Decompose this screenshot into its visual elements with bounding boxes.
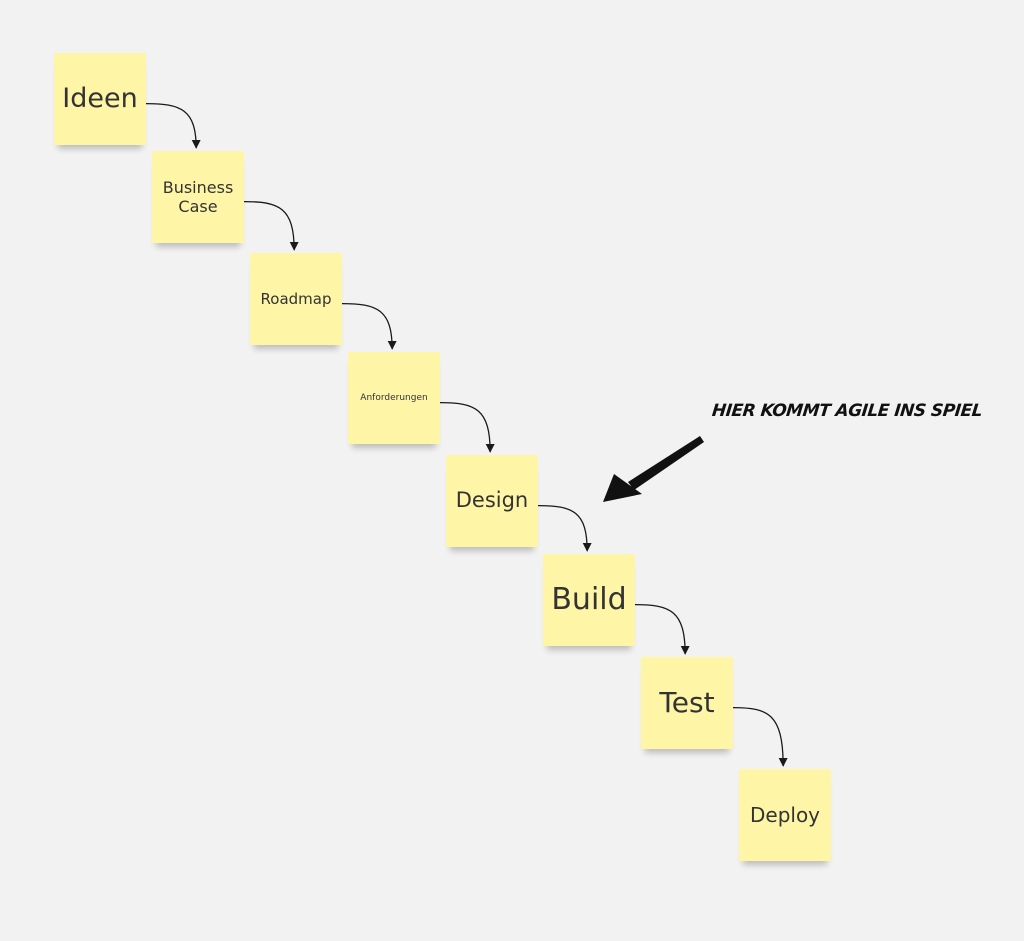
sticky-note-ideen[interactable]: Ideen	[54, 53, 146, 145]
sticky-note-label: Design	[455, 488, 529, 513]
connector-arrow	[243, 200, 299, 251]
connector-arrow	[341, 302, 397, 350]
sticky-note-label: Business Case	[162, 177, 234, 216]
sticky-note-label: Deploy	[749, 803, 821, 827]
sticky-note-business-case[interactable]: Business Case	[152, 151, 244, 243]
connector-arrow	[145, 102, 201, 149]
connector-arrow	[732, 706, 788, 767]
connector-arrow	[634, 603, 690, 655]
sticky-note-label: Test	[659, 686, 715, 720]
sticky-note-label: Roadmap	[260, 290, 332, 308]
sticky-note-roadmap[interactable]: Roadmap	[250, 253, 342, 345]
sticky-note-deploy[interactable]: Deploy	[739, 769, 831, 861]
sticky-note-label: Build	[551, 582, 627, 617]
sticky-note-design[interactable]: Design	[446, 455, 538, 547]
sticky-note-test[interactable]: Test	[641, 657, 733, 749]
annotation-text[interactable]: HIER KOMMT AGILE INS SPIEL	[710, 401, 984, 421]
sticky-note-anforderungen[interactable]: Anforderungen	[348, 352, 440, 444]
sticky-note-build[interactable]: Build	[543, 554, 635, 646]
connector-arrow	[439, 401, 495, 453]
sticky-note-label: Ideen	[62, 82, 138, 114]
sticky-note-label: Anforderungen	[360, 392, 428, 403]
connector-arrow	[537, 504, 592, 552]
